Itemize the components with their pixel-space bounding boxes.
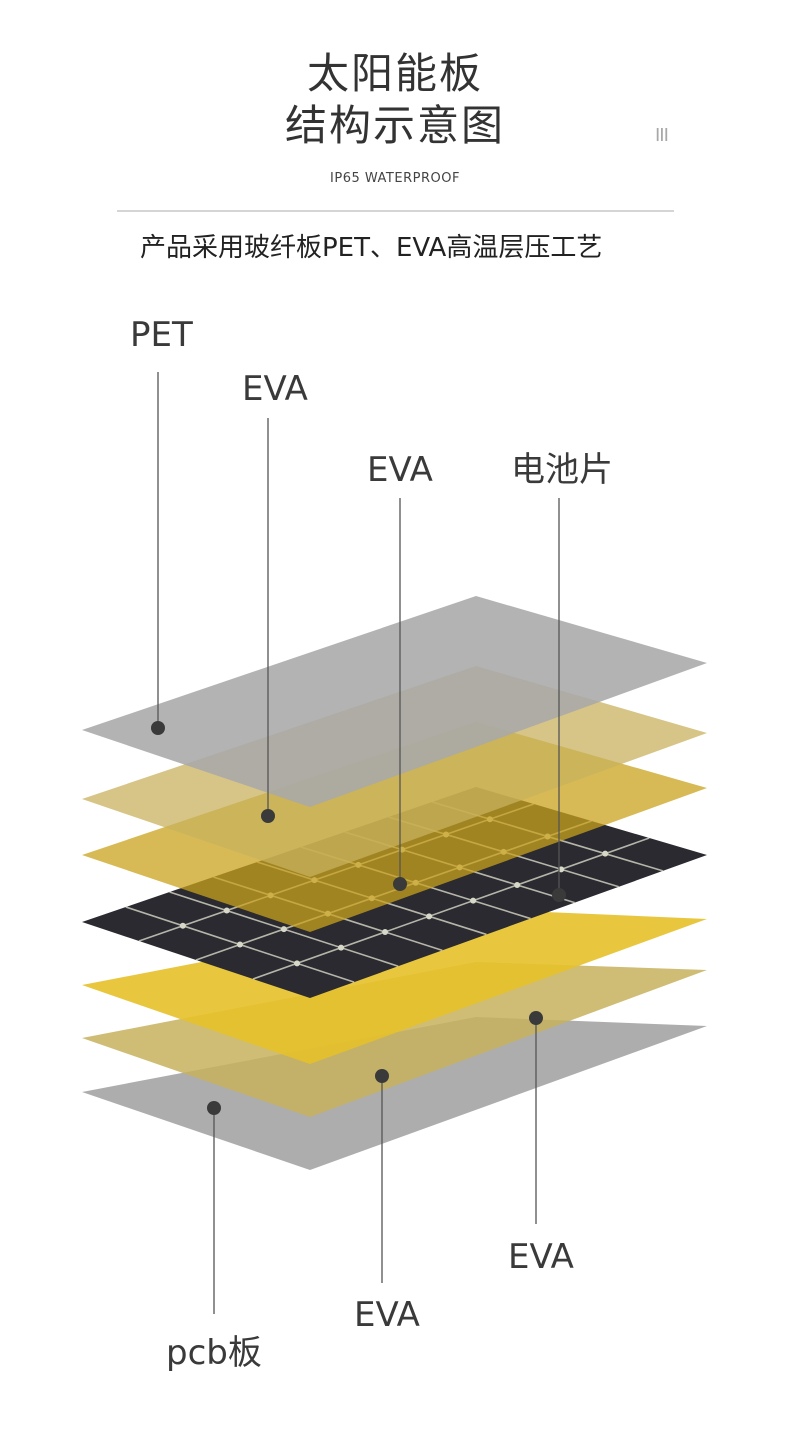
cell-grid-node (280, 926, 287, 933)
layer-eva-lower-1 (82, 909, 707, 1064)
label-eva-4: EVA (508, 1237, 574, 1277)
cell-grid-node (514, 882, 521, 888)
cell-grid-node (294, 960, 301, 967)
subtitle: IP65 WATERPROOF (330, 171, 460, 186)
cell-grid-node (602, 850, 609, 857)
title-decoration-mark: III (655, 125, 669, 146)
cell-grid-node (236, 941, 243, 948)
layer-pcb-board (82, 1017, 707, 1170)
dot-eva-4 (529, 1011, 543, 1025)
dot-cells (552, 888, 566, 902)
cell-grid-node (382, 929, 389, 935)
cell-grid-node (470, 897, 477, 904)
cell-grid-line (252, 837, 650, 980)
description: 产品采用玻纤板PET、EVA高温层压工艺 (140, 233, 603, 263)
dot-pcb (207, 1101, 221, 1115)
label-eva-1: EVA (242, 369, 308, 409)
divider (117, 210, 674, 212)
page-title-line-2: 结构示意图 (284, 101, 505, 150)
label-pcb: pcb板 (166, 1333, 262, 1373)
cell-grid-node (179, 922, 186, 929)
layer-eva-lower-2 (82, 962, 707, 1117)
label-eva-2: EVA (367, 450, 433, 490)
cell-grid-node (558, 866, 565, 873)
dot-eva-2 (393, 877, 407, 891)
dot-eva-1 (261, 809, 275, 823)
label-cells: 电池片 (511, 450, 613, 490)
page-title-line-1: 太阳能板 (306, 49, 483, 98)
layer-pet (82, 596, 707, 807)
label-pet: PET (130, 315, 193, 355)
cell-grid-node (223, 907, 230, 914)
cell-grid-node (426, 913, 433, 920)
dot-eva-5 (375, 1069, 389, 1083)
dot-pet (151, 721, 165, 735)
label-eva-5: EVA (354, 1295, 420, 1335)
cell-grid-node (338, 944, 345, 951)
